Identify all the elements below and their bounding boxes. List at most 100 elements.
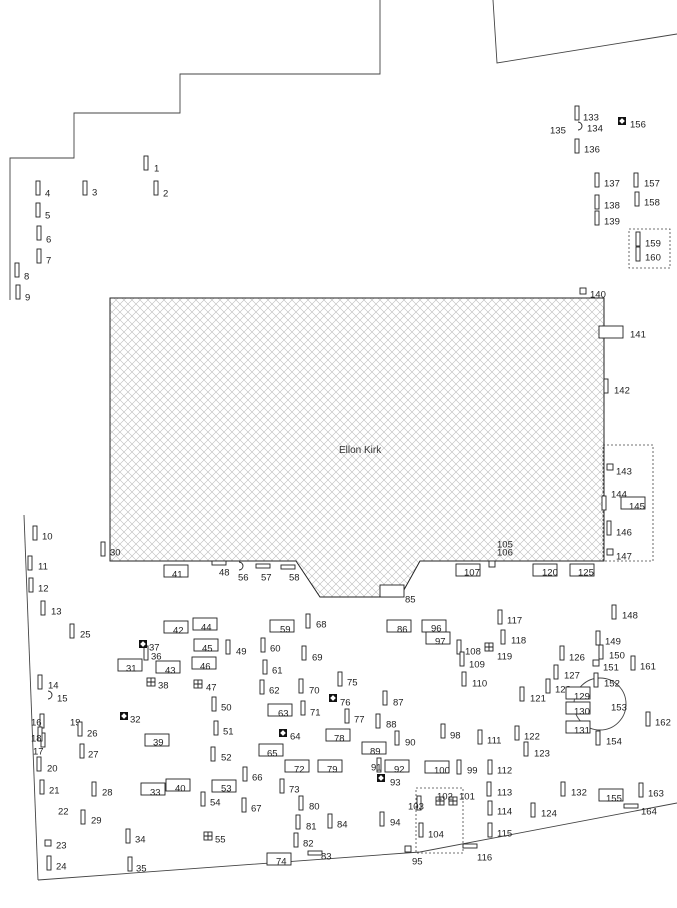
plot-25[interactable]: 25 <box>69 623 91 641</box>
plot-88[interactable]: 88 <box>375 713 397 731</box>
plot-142[interactable]: 142 <box>603 378 630 397</box>
plot-91[interactable]: 91 <box>371 757 382 774</box>
plot-108[interactable]: 108 <box>456 639 481 658</box>
plot-102[interactable]: 102 <box>435 792 453 806</box>
plot-133[interactable]: 133 <box>574 105 599 124</box>
plot-27[interactable]: 27 <box>79 743 99 761</box>
plot-50[interactable]: 50 <box>211 696 232 714</box>
plot-101[interactable]: 101 <box>448 792 475 806</box>
plot-147[interactable]: 147 <box>606 548 632 563</box>
plot-109[interactable]: 109 <box>459 651 485 671</box>
plot-29[interactable]: 29 <box>80 809 102 827</box>
plot-127[interactable]: 127 <box>553 664 580 682</box>
plot-89[interactable]: 89 <box>361 741 387 758</box>
plot-104[interactable]: 104 <box>418 822 444 841</box>
plot-16[interactable]: 16 <box>31 713 45 729</box>
plot-80[interactable]: 80 <box>298 795 320 813</box>
plot-51[interactable]: 51 <box>213 720 234 738</box>
plot-81[interactable]: 81 <box>295 814 317 833</box>
plot-58[interactable]: 58 <box>280 564 300 584</box>
plot-100[interactable]: 100 <box>424 760 450 777</box>
plot-8[interactable]: 8 <box>14 262 29 283</box>
plot-77[interactable]: 77 <box>344 708 365 726</box>
plot-49[interactable]: 49 <box>225 639 247 658</box>
plot-152[interactable]: 152 <box>593 672 620 690</box>
plot-4[interactable]: 4 <box>35 180 50 200</box>
plot-22[interactable]: 22 <box>58 807 69 818</box>
plot-118[interactable]: 118 <box>500 629 526 647</box>
plot-99[interactable]: 99 <box>456 759 478 777</box>
plot-31[interactable]: 31 <box>117 658 143 675</box>
plot-44[interactable]: 44 <box>192 617 218 634</box>
plot-128[interactable]: 128 <box>545 678 571 696</box>
plot-15[interactable]: 15 <box>47 690 68 705</box>
plot-41[interactable]: 41 <box>163 564 189 581</box>
plot-53[interactable]: 53 <box>211 779 237 795</box>
plot-97[interactable]: 97 <box>425 631 451 648</box>
plot-6[interactable]: 6 <box>36 225 51 246</box>
plot-35[interactable]: 35 <box>127 856 147 875</box>
plot-3[interactable]: 3 <box>82 180 97 199</box>
plot-75[interactable]: 75 <box>337 671 358 689</box>
plot-21[interactable]: 21 <box>39 779 60 797</box>
plot-92[interactable]: 92 <box>384 759 410 776</box>
plot-86[interactable]: 86 <box>386 619 412 636</box>
plot-69[interactable]: 69 <box>301 645 323 664</box>
plot-138[interactable]: 138 <box>594 194 620 212</box>
plot-43[interactable]: 43 <box>155 660 181 677</box>
plot-72[interactable]: 72 <box>284 759 310 776</box>
plot-52[interactable]: 52 <box>210 746 232 764</box>
plot-149[interactable]: 149 <box>595 630 621 648</box>
plot-143[interactable]: 143 <box>606 463 632 478</box>
plot-30[interactable]: 30 <box>100 541 121 559</box>
plot-13[interactable]: 13 <box>40 600 62 618</box>
plot-90[interactable]: 90 <box>394 730 416 749</box>
plot-139[interactable]: 139 <box>594 210 620 228</box>
plot-144[interactable]: 144 <box>601 490 627 511</box>
plot-105[interactable]: 105 <box>497 540 513 551</box>
plot-19[interactable]: 19 <box>70 718 81 729</box>
plot-111[interactable]: 111 <box>477 729 501 747</box>
plot-135[interactable]: 135 <box>550 126 566 137</box>
plot-122[interactable]: 122 <box>514 725 540 743</box>
plot-157[interactable]: 157 <box>633 172 660 190</box>
plot-131[interactable]: 131 <box>565 720 591 737</box>
plot-14[interactable]: 14 <box>37 674 59 692</box>
plot-74[interactable]: 74 <box>266 852 292 868</box>
plot-123[interactable]: 123 <box>523 741 550 760</box>
plot-26[interactable]: 26 <box>77 721 98 740</box>
plot-2[interactable]: 2 <box>153 180 168 200</box>
plot-78[interactable]: 78 <box>325 728 351 745</box>
plot-79[interactable]: 79 <box>317 759 343 776</box>
plot-120[interactable]: 120 <box>532 563 558 579</box>
plot-62[interactable]: 62 <box>259 679 280 697</box>
plot-47[interactable]: 47 <box>193 679 217 694</box>
plot-5[interactable]: 5 <box>35 202 50 222</box>
plot-33[interactable]: 33 <box>140 782 166 799</box>
plot-84[interactable]: 84 <box>327 813 348 831</box>
plot-160[interactable]: 160 <box>635 246 661 264</box>
plot-115[interactable]: 115 <box>487 822 512 840</box>
plot-155[interactable]: 155 <box>598 788 624 805</box>
plot-59[interactable]: 59 <box>269 619 295 636</box>
plot-71[interactable]: 71 <box>300 700 321 719</box>
plot-7[interactable]: 7 <box>36 248 51 267</box>
plot-39[interactable]: 39 <box>144 733 170 749</box>
plot-54[interactable]: 54 <box>200 791 221 809</box>
plot-24[interactable]: 24 <box>46 855 67 873</box>
plot-130[interactable]: 130 <box>565 701 591 718</box>
plot-87[interactable]: 87 <box>382 690 404 709</box>
plot-46[interactable]: 46 <box>191 656 217 673</box>
plot-136[interactable]: 136 <box>574 138 600 156</box>
plot-117[interactable]: 117 <box>497 609 522 627</box>
plot-12[interactable]: 12 <box>28 577 49 595</box>
plot-158[interactable]: 158 <box>634 191 660 209</box>
plot-161[interactable]: 161 <box>630 655 656 673</box>
plot-38[interactable]: 38 <box>146 677 169 692</box>
plot-67[interactable]: 67 <box>241 797 262 815</box>
plot-76[interactable]: 76 <box>329 694 351 709</box>
plot-151[interactable]: 151 <box>592 659 619 674</box>
plot-124[interactable]: 124 <box>530 802 557 820</box>
plot-1[interactable]: 1 <box>143 155 159 175</box>
plot-95[interactable]: 95 <box>404 845 423 868</box>
